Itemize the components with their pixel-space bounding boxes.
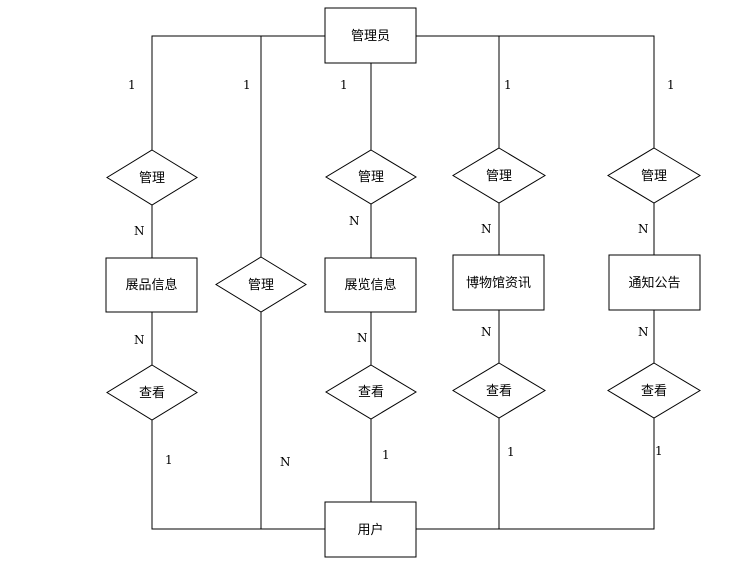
edge-admin-manage-user: [260, 35, 325, 257]
relation-manage-user-label: 管理: [248, 278, 274, 293]
edge-admin-manage-news: [416, 35, 500, 148]
edge-admin-manage-exhibit: [151, 35, 325, 150]
card-user-admin: N: [280, 455, 291, 469]
relation-view-notice[interactable]: 查看: [607, 362, 701, 419]
relation-view-exhibit[interactable]: 查看: [106, 364, 198, 421]
entity-news-label: 博物馆资讯: [466, 276, 531, 291]
relation-manage-news[interactable]: 管理: [452, 147, 546, 204]
relation-manage-exhibition-label: 管理: [358, 170, 384, 185]
card-notice-view: N: [638, 325, 649, 339]
card-admin-user: 1: [243, 78, 251, 92]
entity-news[interactable]: 博物馆资讯: [452, 254, 545, 311]
entity-admin-label: 管理员: [351, 29, 390, 44]
relation-view-exhibition-label: 查看: [358, 384, 384, 400]
card-exhibition-manage: N: [349, 214, 360, 228]
relation-view-notice-label: 查看: [641, 383, 667, 399]
relation-manage-user[interactable]: 管理: [215, 256, 307, 313]
edge-admin-manage-notice: [416, 35, 655, 148]
entity-exhibition-label: 展览信息: [344, 277, 396, 293]
card-admin-notice: 1: [667, 78, 675, 92]
card-user-exhibit: 1: [165, 453, 173, 467]
card-news-view: N: [481, 325, 492, 339]
card-exhibition-view: N: [357, 331, 368, 345]
relation-manage-notice-label: 管理: [641, 169, 667, 184]
entity-notice-label: 通知公告: [628, 275, 680, 291]
entity-exhibit-label: 展品信息: [125, 277, 177, 293]
card-user-exhibition: 1: [382, 448, 390, 462]
card-admin-news: 1: [504, 78, 512, 92]
edge-view-exhibit-user: [151, 420, 325, 530]
entity-user[interactable]: 用户: [324, 501, 417, 558]
card-admin-exhibition: 1: [340, 78, 348, 92]
relation-manage-exhibit-label: 管理: [139, 171, 165, 186]
card-admin-exhibit: 1: [128, 78, 136, 92]
relation-view-exhibit-label: 查看: [139, 385, 165, 401]
card-exhibit-manage: N: [134, 224, 145, 238]
edge-view-notice-user: [416, 418, 655, 530]
relation-view-exhibition[interactable]: 查看: [325, 364, 417, 420]
entity-exhibit[interactable]: 展品信息: [105, 257, 198, 313]
entity-admin[interactable]: 管理员: [324, 7, 417, 64]
card-notice-manage: N: [638, 222, 649, 236]
edge-manage-user-user: [260, 312, 325, 530]
relation-manage-news-label: 管理: [486, 169, 512, 184]
card-user-notice: 1: [655, 444, 663, 458]
relation-view-news[interactable]: 查看: [452, 362, 546, 419]
connector-lines: [151, 35, 655, 530]
card-news-manage: N: [481, 222, 492, 236]
entity-notice[interactable]: 通知公告: [608, 254, 701, 311]
card-user-news: 1: [507, 445, 515, 459]
entity-exhibition[interactable]: 展览信息: [324, 257, 417, 313]
entity-user-label: 用户: [357, 522, 383, 538]
relation-view-news-label: 查看: [486, 383, 512, 399]
cardinality-labels: 1 1 1 1 1 N N N N N N N N 1 N 1 1 1: [128, 78, 675, 469]
relation-manage-notice[interactable]: 管理: [607, 147, 701, 204]
relation-manage-exhibition[interactable]: 管理: [325, 149, 417, 205]
card-exhibit-view: N: [134, 333, 145, 347]
edge-view-news-user: [416, 418, 500, 530]
relation-manage-exhibit[interactable]: 管理: [106, 149, 198, 206]
